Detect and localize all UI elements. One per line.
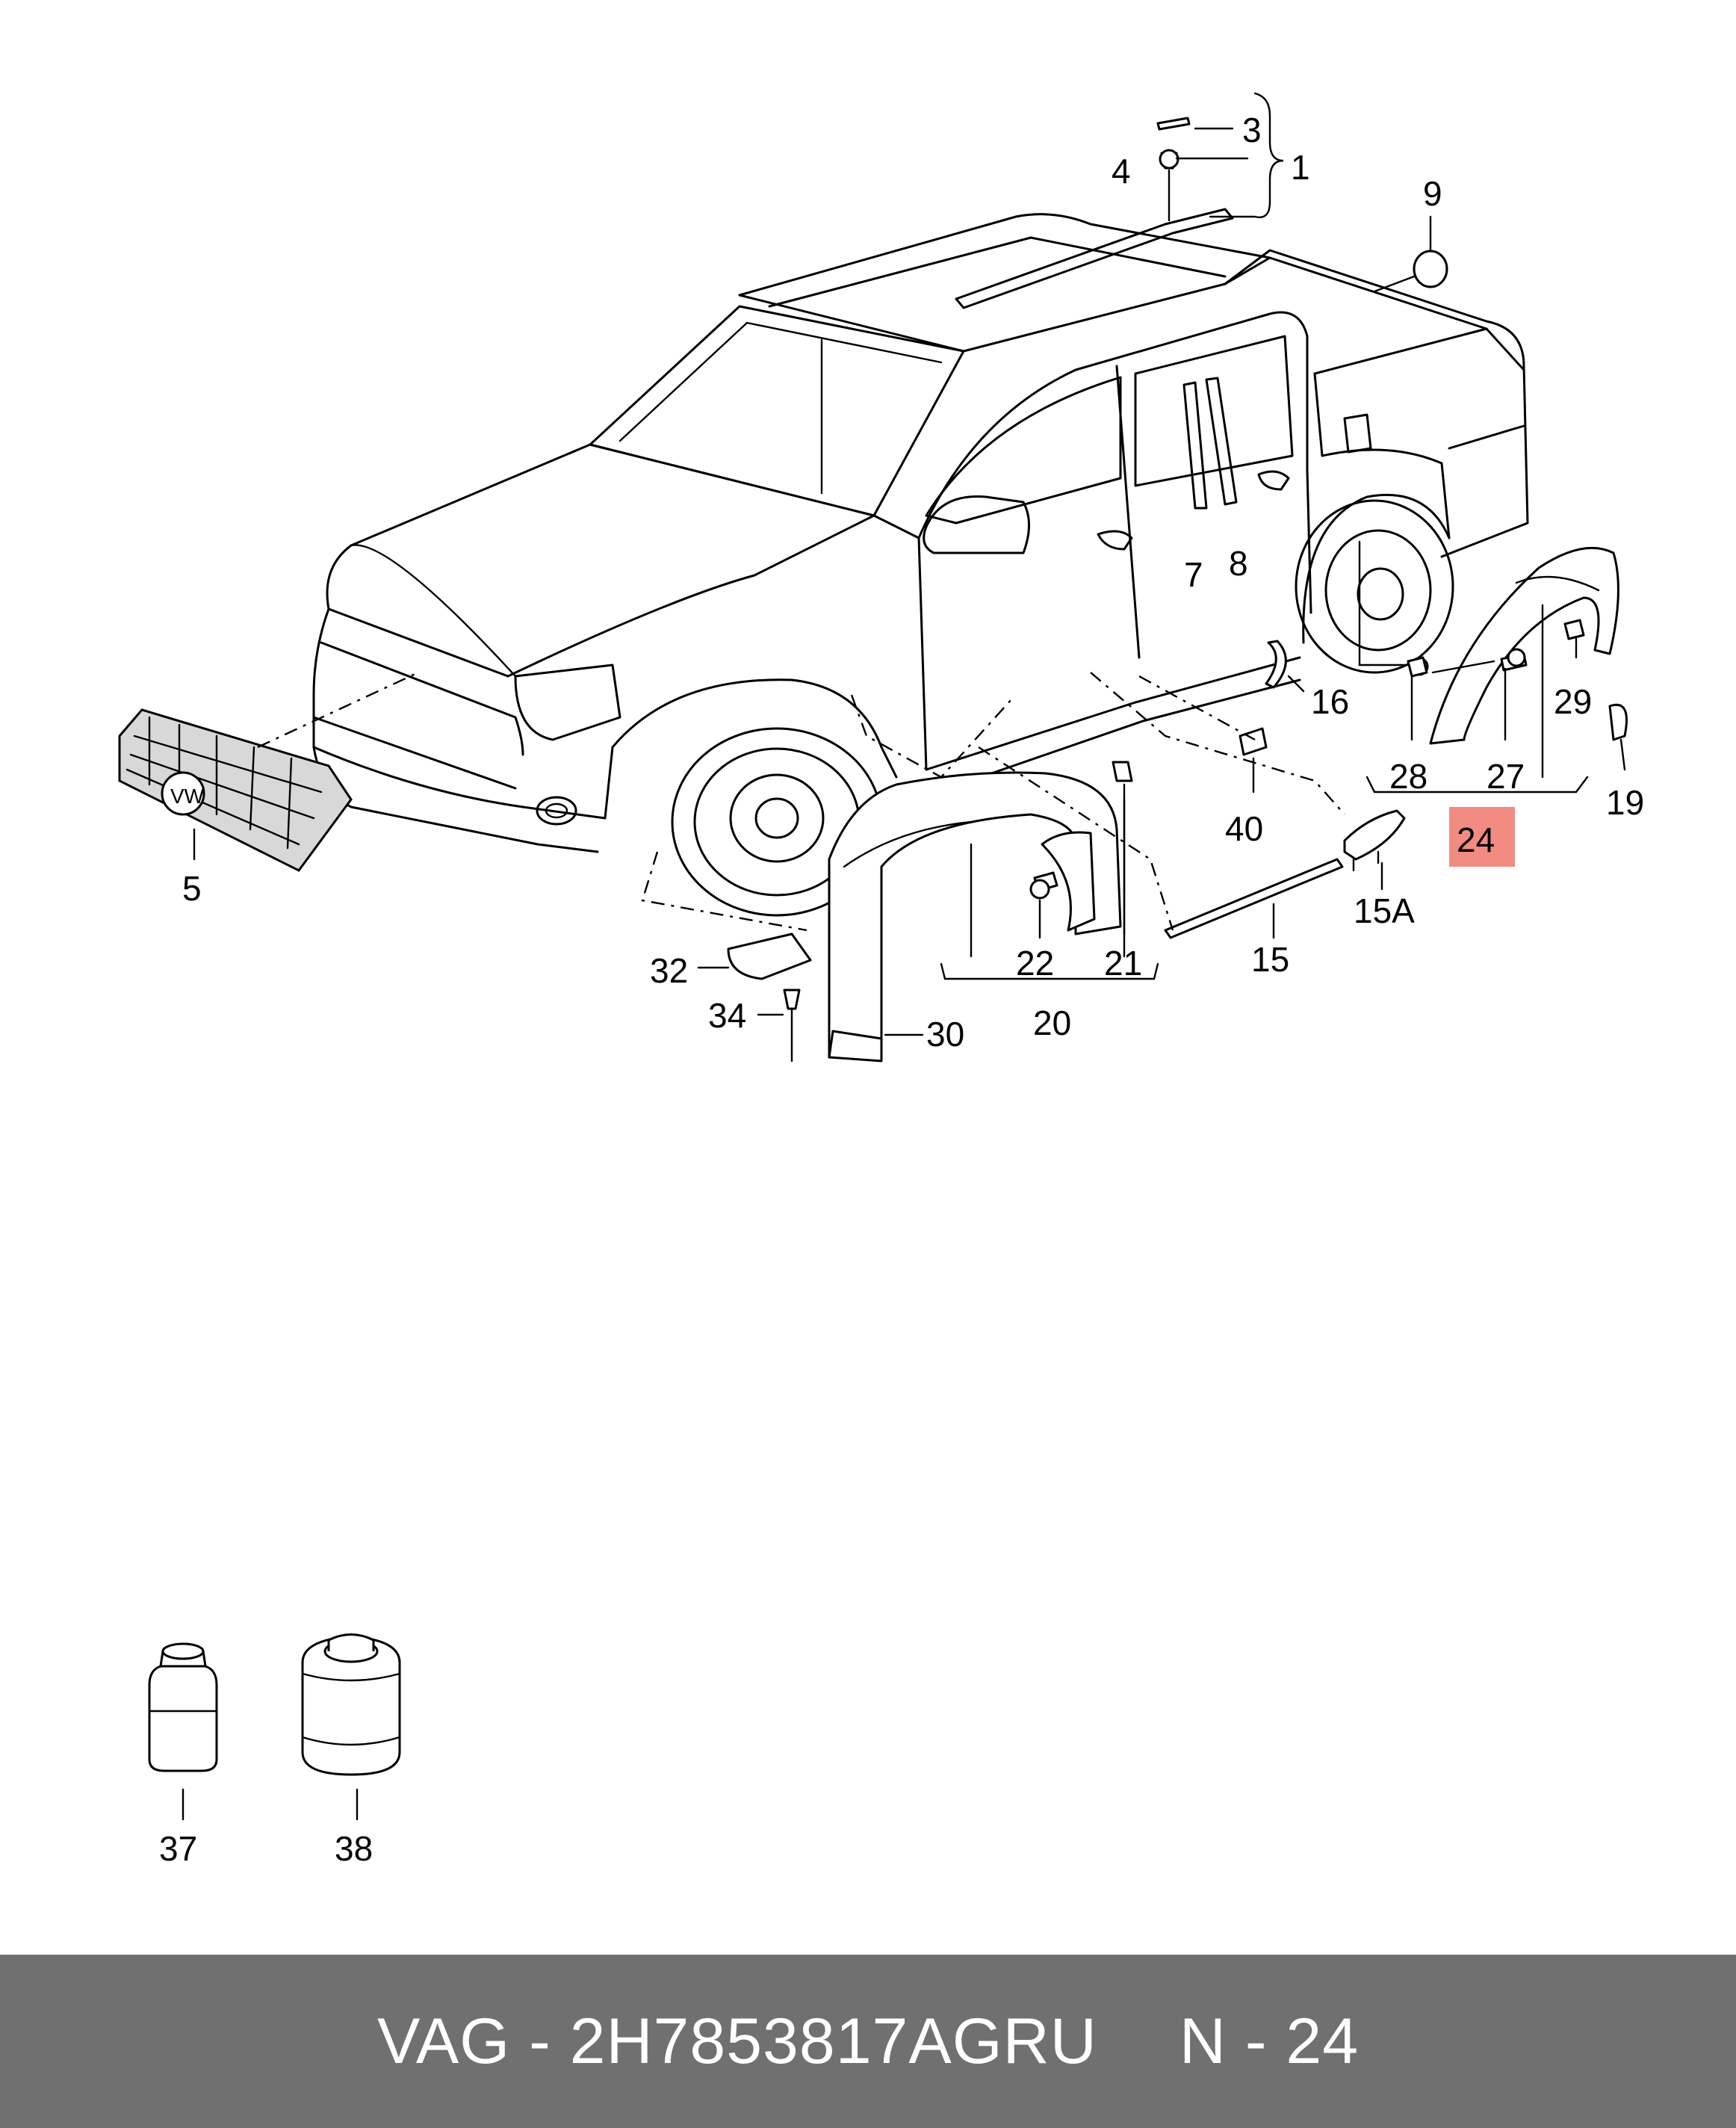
parts-diagram: VW [118,92,1644,1868]
callout-9[interactable]: 9 [1423,174,1442,213]
callout-8[interactable]: 8 [1229,544,1248,583]
callout-21[interactable]: 21 [1104,944,1142,983]
rear-wheel-arch-parts [1358,540,1628,794]
callout-38[interactable]: 38 [335,1829,373,1868]
part-number-footer: VAG - 2H7853817AGRU N - 24 [0,1955,1736,2128]
callout-15[interactable]: 15 [1251,940,1289,979]
callout-1[interactable]: 1 [1291,148,1310,187]
callout-4[interactable]: 4 [1112,152,1131,191]
callout-34[interactable]: 34 [708,996,746,1035]
callout-30[interactable]: 30 [926,1015,964,1054]
fuel-cap-part [1373,215,1448,293]
radiator-grille-part: VW [118,671,419,872]
callout-3[interactable]: 3 [1242,111,1262,149]
callout-16[interactable]: 16 [1311,682,1349,721]
svg-text:VW: VW [170,785,205,808]
callout-15a[interactable]: 15A [1354,891,1415,930]
page-reference: N - 24 [1179,2005,1360,2077]
brand-part-number: VAG - 2H7853817AGRU [376,2005,1097,2077]
callout-24[interactable]: 24 [1457,820,1495,859]
callout-27[interactable]: 27 [1487,757,1525,796]
front-wheel-arch-parts [828,761,1159,1063]
callout-29[interactable]: 29 [1554,682,1592,721]
callout-7[interactable]: 7 [1184,555,1203,594]
callout-20[interactable]: 20 [1033,1003,1071,1042]
highlight-marker [1449,807,1515,867]
callout-40[interactable]: 40 [1225,809,1263,848]
callout-28[interactable]: 28 [1389,757,1427,796]
sill-and-bracket-parts [850,640,1406,939]
callout-37[interactable]: 37 [159,1829,197,1868]
callout-labels: 1 3 4 9 5 7 8 16 28 27 29 19 24 40 15A 1… [159,111,1644,1868]
callout-19[interactable]: 19 [1606,783,1644,822]
callout-5[interactable]: 5 [182,869,202,908]
roof-rail-parts [1156,92,1284,222]
callout-22[interactable]: 22 [1016,944,1054,983]
fluid-bottles [148,1633,401,1821]
callout-32[interactable]: 32 [650,951,688,990]
rear-mounting-parts [641,851,812,1063]
